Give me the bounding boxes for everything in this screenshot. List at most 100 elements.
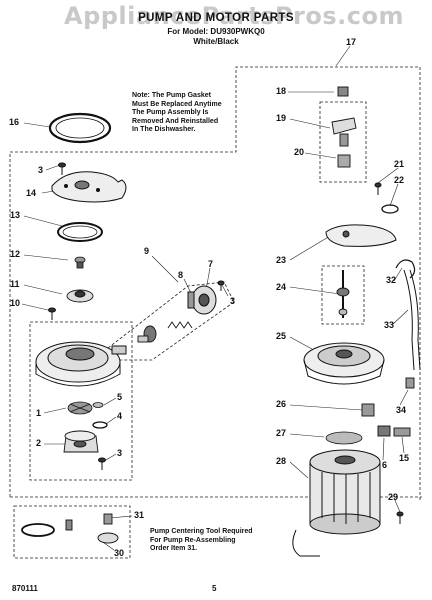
callout-2: 2 <box>36 438 42 448</box>
leader-26 <box>289 404 363 411</box>
pump-housing <box>35 341 127 387</box>
callout-13: 13 <box>10 210 21 220</box>
callout-21: 21 <box>394 159 405 169</box>
leader-1 <box>43 407 67 414</box>
item-19-assembly <box>331 117 357 147</box>
pump-cover-plate <box>51 171 127 203</box>
connector-6 <box>377 425 391 437</box>
item-26-block <box>361 403 375 417</box>
leader-34 <box>399 389 409 406</box>
screw-3c <box>98 457 106 470</box>
callout-5: 5 <box>117 392 123 402</box>
leader-33 <box>391 309 409 326</box>
cover-seal-ring <box>57 222 103 242</box>
pump-housing-subgroup <box>29 321 133 481</box>
callout-29: 29 <box>388 492 399 502</box>
assembly-boundaries <box>9 66 422 559</box>
leader-16 <box>23 122 51 128</box>
seal-5 <box>92 402 104 408</box>
callout-24: 24 <box>276 282 287 292</box>
callout-27: 27 <box>276 428 287 438</box>
leader-10 <box>21 303 49 311</box>
item-9-subgroup <box>107 281 235 361</box>
leader-4 <box>105 416 117 425</box>
callout-15: 15 <box>399 453 410 463</box>
callout-23: 23 <box>276 255 287 265</box>
callout-18: 18 <box>276 86 287 96</box>
callout-32: 32 <box>386 275 397 285</box>
leader-17 <box>335 45 351 67</box>
callout-20: 20 <box>294 147 305 157</box>
leader-12 <box>23 254 69 261</box>
leader-32 <box>393 267 403 282</box>
leader-22 <box>389 183 399 207</box>
callout-17: 17 <box>346 37 357 47</box>
diverter-motor <box>187 285 217 315</box>
main-assembly-boundary <box>9 66 421 500</box>
leader-20 <box>304 152 337 159</box>
callout-19: 19 <box>276 113 287 123</box>
diverter-valve <box>137 325 157 343</box>
callout-22: 22 <box>394 175 405 185</box>
callout-3c: 3 <box>117 448 123 458</box>
callout-8: 8 <box>178 270 184 280</box>
callout-34: 34 <box>396 405 407 415</box>
leader-29 <box>393 497 401 513</box>
leader-28 <box>289 461 309 479</box>
leader-3c <box>105 453 117 461</box>
document-code: 870111 <box>12 584 38 593</box>
callout-3b: 3 <box>230 296 236 306</box>
screw-21 <box>374 182 382 195</box>
centering-ring-30 <box>21 523 55 537</box>
o-ring-4 <box>92 421 108 429</box>
leader-19 <box>289 118 331 129</box>
chopper-impeller <box>66 289 94 303</box>
callout-14: 14 <box>26 188 37 198</box>
callout-1: 1 <box>36 408 42 418</box>
screw-3b <box>217 280 225 291</box>
motor-mount-bracket <box>325 224 397 247</box>
wash-impeller <box>67 401 93 415</box>
centering-pin <box>65 519 73 531</box>
callout-30: 30 <box>114 548 125 558</box>
callout-7: 7 <box>208 259 214 269</box>
callout-25: 25 <box>276 331 287 341</box>
item-24-subgroup <box>321 265 365 325</box>
leader-21 <box>377 167 399 184</box>
callout-6: 6 <box>382 460 388 470</box>
leader-5 <box>103 397 117 406</box>
leader-13 <box>23 215 63 227</box>
callout-3a: 3 <box>38 165 44 175</box>
leader-3b <box>221 284 229 297</box>
pump-base <box>63 430 99 453</box>
leader-9 <box>151 255 179 283</box>
diagram-title: PUMP AND MOTOR PARTS <box>138 12 294 24</box>
impeller-nut <box>74 256 86 269</box>
callout-10: 10 <box>10 298 21 308</box>
callout-26: 26 <box>276 399 287 409</box>
leader-3a <box>45 164 61 171</box>
leader-25 <box>289 336 313 350</box>
drain-hose-33 <box>403 269 421 371</box>
pump-motor <box>292 449 381 557</box>
centering-tool-note: Pump Centering Tool Required For Pump Re… <box>150 528 253 553</box>
leader-24 <box>289 286 341 295</box>
callout-9: 9 <box>144 246 150 256</box>
connector-15 <box>393 427 411 437</box>
leader-11 <box>23 284 63 295</box>
motor-mount <box>303 342 385 385</box>
model-line: For Model: DU930PWKQ0 <box>167 27 265 36</box>
callout-31: 31 <box>134 510 145 520</box>
gasket-note: Note: The Pump Gasket Must Be Replaced A… <box>132 92 222 134</box>
bearing-20 <box>337 154 351 168</box>
disc-27 <box>325 431 363 445</box>
page-number: 5 <box>212 584 217 593</box>
leader-15 <box>401 436 405 454</box>
screw-3a <box>58 162 66 175</box>
leader-27 <box>289 433 325 438</box>
leader-6 <box>382 437 385 461</box>
leader-31 <box>109 515 133 519</box>
leader-23 <box>289 235 331 261</box>
